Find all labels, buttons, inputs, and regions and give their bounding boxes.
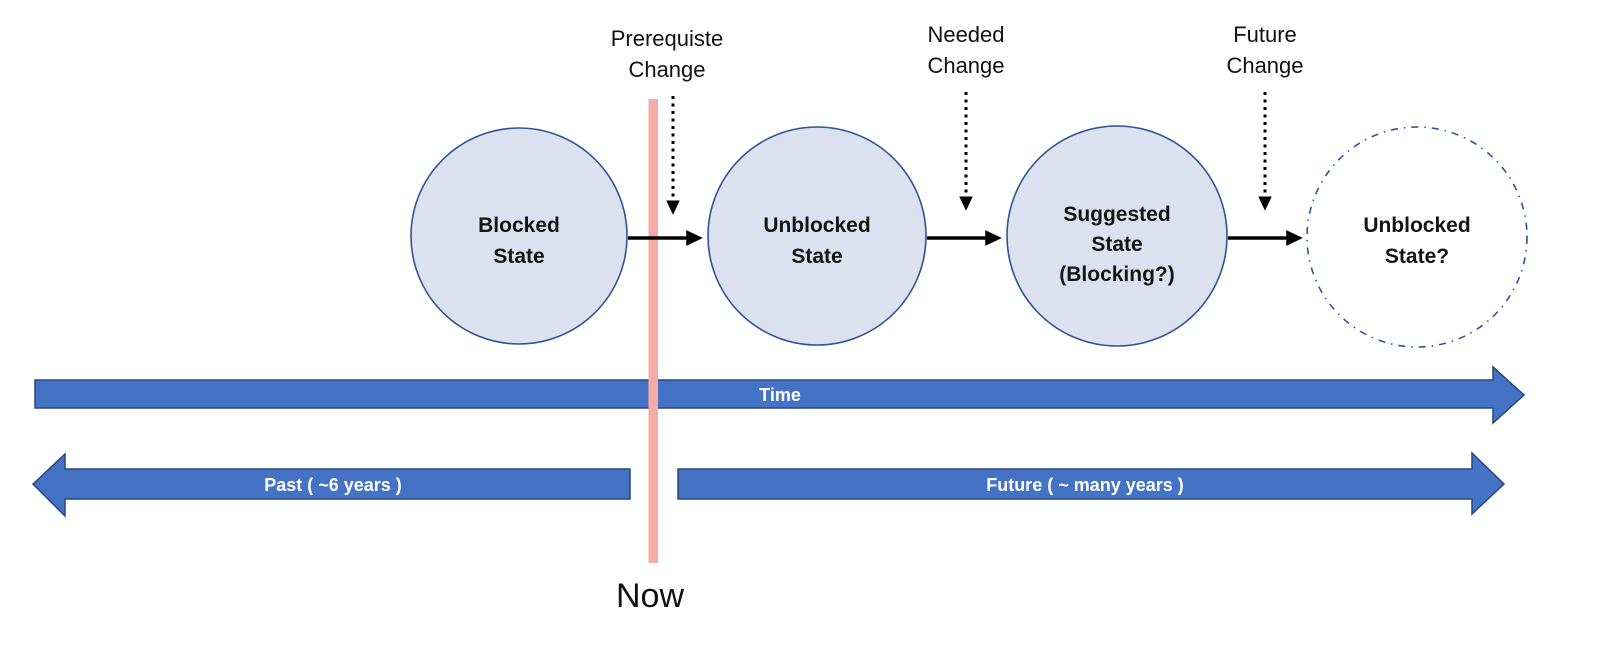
past-arrow-shape bbox=[31, 452, 631, 518]
change-label-line: Needed bbox=[927, 22, 1004, 47]
state-circle bbox=[707, 126, 927, 346]
change-label-line: Prerequiste bbox=[611, 26, 724, 51]
time-arrow-label: Time bbox=[759, 385, 801, 405]
change-annotation-future: Future Change bbox=[1226, 22, 1304, 211]
state-circle-suggested: Suggested State (Blocking?) bbox=[1006, 125, 1228, 347]
past-arrow-label: Past ( ~6 years ) bbox=[264, 475, 402, 495]
time-arrow-shape bbox=[34, 365, 1526, 425]
now-label: Now bbox=[616, 577, 684, 615]
state-label-line: Suggested bbox=[1063, 203, 1170, 226]
change-label-line: Change bbox=[1226, 53, 1303, 78]
time-arrow: Time bbox=[34, 365, 1526, 425]
state-label-line: (Blocking?) bbox=[1059, 263, 1175, 286]
state-circle bbox=[410, 127, 628, 345]
future-arrow-shape bbox=[677, 451, 1506, 516]
state-label-line: Unblocked bbox=[1363, 214, 1470, 237]
future-arrow-label: Future ( ~ many years ) bbox=[986, 475, 1184, 495]
change-label-line: Future bbox=[1233, 22, 1297, 47]
future-arrow: Future ( ~ many years ) bbox=[677, 451, 1506, 516]
state-label-line: State bbox=[493, 245, 544, 268]
change-annotation-prerequisite: Prerequiste Change bbox=[611, 26, 724, 215]
state-circle bbox=[1006, 125, 1228, 347]
past-arrow: Past ( ~6 years ) bbox=[31, 452, 631, 518]
state-label-line: Blocked bbox=[478, 214, 560, 237]
state-label-line: Unblocked bbox=[763, 214, 870, 237]
change-label-line: Change bbox=[927, 53, 1004, 78]
state-circle-unblocked: Unblocked State bbox=[707, 126, 927, 346]
change-annotation-needed: Needed Change bbox=[927, 22, 1005, 211]
state-label-line: State bbox=[1091, 233, 1142, 256]
state-circle-blocked: Blocked State bbox=[410, 127, 628, 345]
now-line bbox=[648, 99, 658, 563]
state-label-line: State bbox=[791, 245, 842, 268]
state-circle-dashed bbox=[1306, 126, 1528, 348]
state-label-line: State? bbox=[1385, 245, 1449, 268]
state-circle-unblocked-future: Unblocked State? bbox=[1306, 126, 1528, 348]
change-label-line: Change bbox=[628, 57, 705, 82]
